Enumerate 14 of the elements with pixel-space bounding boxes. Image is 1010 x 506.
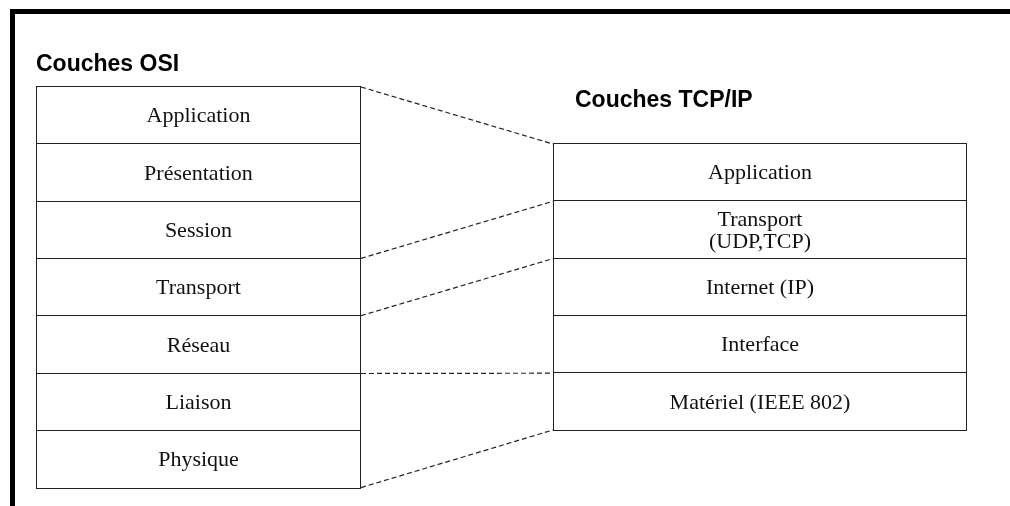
stack-heading: Couches OSI <box>36 50 180 77</box>
layer-box: Physique <box>36 429 361 489</box>
layer-box: Matériel (IEEE 802) <box>553 372 967 431</box>
stack-heading: Couches TCP/IP <box>575 86 753 113</box>
layer-box: Présentation <box>36 143 361 203</box>
layer-box: Transport (UDP,TCP) <box>553 200 967 260</box>
layer-box: Session <box>36 200 361 260</box>
layer-box: Internet (IP) <box>553 257 967 317</box>
layer-box: Liaison <box>36 372 361 432</box>
layer-box: Réseau <box>36 315 361 374</box>
layer-box: Interface <box>553 314 967 374</box>
layer-box: Transport <box>36 257 361 317</box>
layer-box: Application <box>36 86 361 145</box>
layer-box: Application <box>553 143 967 202</box>
